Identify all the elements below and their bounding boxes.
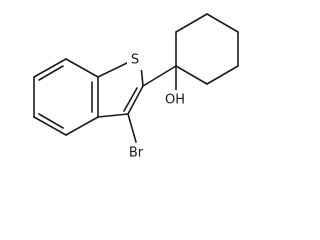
bond-cyclohexane-3 bbox=[206, 13, 239, 33]
bond-cyclohexane-6 bbox=[175, 65, 208, 85]
bond-cyclohexane-5 bbox=[206, 65, 239, 85]
bond-c2-c1cyclohexyl bbox=[142, 65, 177, 87]
bond-c2-c3-double bbox=[123, 87, 138, 112]
bond-benzene-6 bbox=[65, 58, 99, 78]
hydroxyl-label: OH bbox=[165, 93, 185, 108]
bond-c3-br bbox=[127, 113, 137, 143]
bond-benzene-3 bbox=[33, 116, 67, 136]
chemical-structure-diagram: S OH Br bbox=[33, 13, 239, 161]
atom-labels: S OH Br bbox=[124, 50, 188, 161]
bond-c3-c3a bbox=[97, 113, 129, 118]
bond-cyclohexane-2 bbox=[175, 13, 208, 33]
bond-c7a-s bbox=[97, 61, 130, 78]
bond-benzene-2 bbox=[65, 116, 99, 136]
bond-benzene-double-3 bbox=[38, 65, 64, 81]
bonds bbox=[33, 13, 239, 143]
bond-benzene-double-2 bbox=[38, 113, 64, 129]
bond-c2-c3 bbox=[127, 85, 144, 115]
bond-benzene-5 bbox=[33, 58, 67, 78]
sulfur-atom-label: S bbox=[131, 53, 139, 68]
bromine-atom-label: Br bbox=[129, 146, 144, 161]
